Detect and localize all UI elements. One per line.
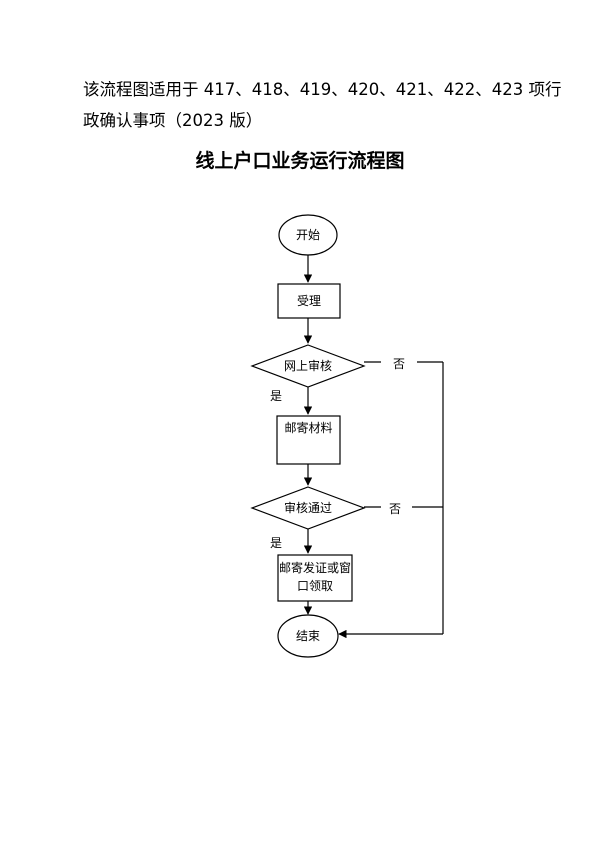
no-label-1: 否 [393,357,405,371]
accept-node: 受理 [277,283,341,319]
intro-paragraph: 该流程图适用于 417、418、419、420、421、422、423 项行 政… [83,74,562,136]
mail-materials-node: 邮寄材料 [276,415,341,465]
review-pass-decision: 审核通过 [250,486,366,530]
review-pass-label: 审核通过 [284,500,332,515]
accept-label: 受理 [297,294,321,308]
online-review-label: 网上审核 [284,358,332,373]
deliver-node: 邮寄发证或窗 口领取 [277,554,353,602]
deliver-label-line-1: 邮寄发证或窗 [279,560,351,575]
online-review-decision: 网上审核 [250,344,366,388]
mail-materials-label: 邮寄材料 [284,420,332,435]
end-node: 结束 [277,614,339,658]
yes-label-2: 是 [270,536,282,550]
yes-label-1: 是 [270,389,282,403]
intro-line-2: 政确认事项（2023 版） [83,111,263,130]
start-label: 开始 [296,228,320,242]
no-label-2: 否 [389,502,401,516]
page-title: 线上户口业务运行流程图 [195,150,405,172]
intro-line-1: 该流程图适用于 417、418、419、420、421、422、423 项行 [83,80,562,99]
deliver-label-line-2: 口领取 [297,579,333,593]
end-label: 结束 [296,629,320,643]
start-node: 开始 [278,214,338,256]
